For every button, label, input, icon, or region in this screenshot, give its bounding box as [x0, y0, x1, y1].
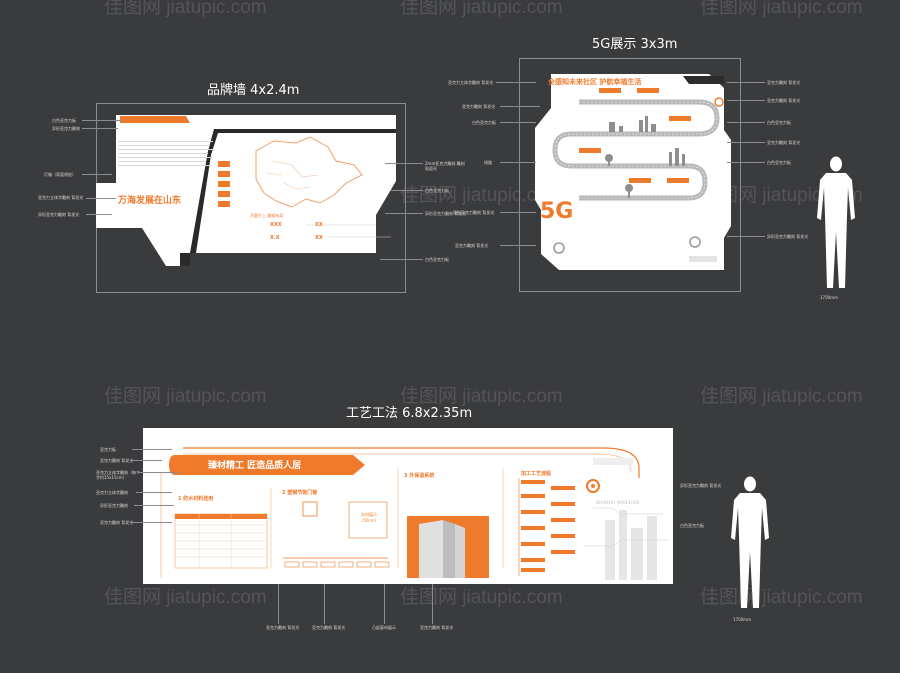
watermark: 佳图网 jiatupic.com: [400, 0, 563, 18]
brand-wall-stat-1: XXX: [270, 222, 282, 228]
display-5g-title: 5G展示 3x3m: [592, 37, 678, 52]
craft-wall-headline: 臻材精工 匠造品质人居: [208, 461, 302, 471]
brand-wall-stat-4: XX: [315, 235, 323, 241]
5g-note: 白色亚克力板: [767, 120, 791, 125]
brand-wall-subheading: 开题在上 路威布局: [250, 213, 284, 218]
craft-note: 异形亚克力雕刻: [100, 503, 128, 508]
craft-note: 亚克力立体字雕刻: [96, 490, 128, 495]
watermark: 佳图网 jiatupic.com: [700, 386, 863, 407]
watermark: 佳图网 jiatupic.com: [700, 587, 863, 608]
craft-note: 亚克力板: [100, 447, 116, 452]
brand-note: 白色亚克力板: [425, 188, 449, 193]
5g-note: 线路: [484, 160, 492, 165]
brand-wall-stat-2: XX: [315, 222, 323, 228]
5g-note: 亚克力雕刻 背发光: [767, 98, 801, 103]
watermark: 佳图网 jiatupic.com: [104, 0, 267, 18]
craft-note: 白色亚克力板: [680, 523, 704, 528]
brand-note: 亚克力立体字雕刻 背发光: [38, 195, 84, 200]
brand-note: 白色亚克力板: [425, 257, 449, 262]
brand-wall-headline: 万海发展在山东: [118, 196, 182, 206]
brand-note: 异形亚克力雕刻: [52, 126, 80, 131]
brand-note: 灯箱（背面喷绘）: [44, 172, 76, 177]
5g-note: 亚克力雕刻 背发光: [767, 80, 801, 85]
5g-note: 亚克力雕刻 背发光: [455, 243, 489, 248]
craft-note: 异形亚克力雕刻 背发光: [680, 483, 722, 488]
display-5g-headline: 全感知未来社区 护航幸福生活: [548, 78, 642, 86]
craft-sample-box-label: 实材展示（50cm）: [359, 512, 379, 523]
craft-watermark-text: WANHAI MANSION: [596, 500, 640, 505]
watermark: 佳图网 jiatupic.com: [700, 0, 863, 18]
craft-section-1: 1 防水材料选用: [178, 496, 214, 502]
watermark: 佳图网 jiatupic.com: [104, 386, 267, 407]
5g-note: 异形亚克力雕刻 背发光: [453, 210, 495, 215]
5g-note: 白色亚克力板: [472, 120, 496, 125]
5g-note: 亚克力立体字雕刻 背发光: [448, 80, 494, 85]
5g-note: 异形亚克力雕刻 背发光: [767, 234, 809, 239]
craft-note: 亚克力雕刻 背发光: [266, 625, 300, 630]
craft-note: 亚克力雕刻 背发光: [420, 625, 454, 630]
craft-note: 亚克力雕刻 背发光: [100, 458, 134, 463]
brand-note: 2mm亚克力雕刻 雕刻贴面光: [425, 161, 465, 171]
watermark: 佳图网 jiatupic.com: [400, 185, 563, 206]
brand-wall-title: 品牌墙 4x2.4m: [207, 83, 300, 98]
5g-note: 亚克力雕刻 背发光: [767, 140, 801, 145]
person-height-label: 1700mm: [733, 617, 751, 622]
display-5g-artwork: [535, 74, 731, 270]
craft-note: 亚克力雕刻 背发光: [100, 520, 134, 525]
craft-note: 亚克力立体字雕刻（每个字约15x15cm）: [96, 470, 140, 480]
person-height-label: 1700mm: [820, 295, 838, 300]
craft-wall-artwork: [143, 428, 673, 584]
craft-note: 凸起复材展示: [372, 625, 396, 630]
watermark: 佳图网 jiatupic.com: [104, 587, 267, 608]
watermark: 佳图网 jiatupic.com: [400, 386, 563, 407]
scale-person-figure: [817, 156, 855, 288]
watermark: 佳图网 jiatupic.com: [400, 587, 563, 608]
craft-section-4: 加工工艺流程: [521, 471, 552, 477]
craft-note: 亚克力雕刻 背发光: [312, 625, 346, 630]
craft-wall-title: 工艺工法 6.8x2.35m: [346, 406, 473, 421]
craft-section-2: 2 塑钢节能门窗: [282, 490, 318, 496]
5g-note: 白色亚克力板: [767, 160, 791, 165]
brand-wall-artwork: [96, 115, 396, 266]
brand-note: 异形亚克力雕刻 背发光: [38, 212, 80, 217]
brand-note: 白色亚克力板: [52, 118, 76, 123]
scale-person-figure: [731, 476, 769, 608]
craft-section-3: 3 外保温系统: [404, 473, 435, 479]
5g-note: 亚克力雕刻 背发光: [462, 104, 496, 109]
display-5g-frame: [519, 58, 741, 292]
display-5g-logo: 5G: [540, 199, 574, 224]
brand-wall-stat-3: X.X: [270, 235, 280, 241]
brand-note: 异形亚克力雕刻 背发光: [425, 211, 467, 216]
